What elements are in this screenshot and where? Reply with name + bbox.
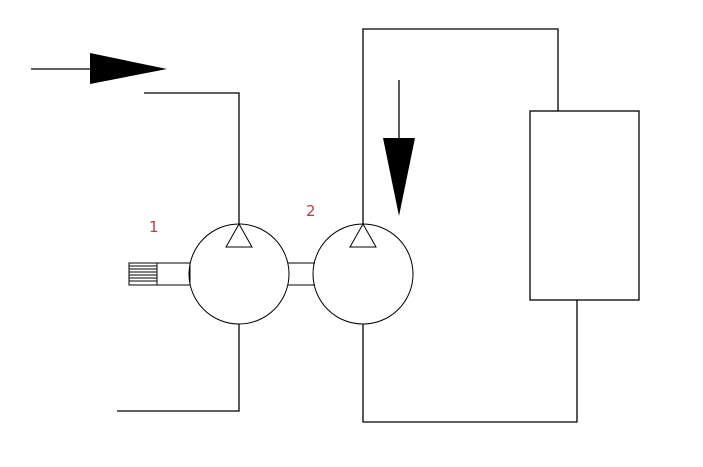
pump-2-supply-line [362,28,559,224]
inlet-flow-arrow-icon [31,53,167,84]
return-flow-arrow-icon [383,80,415,216]
pump-2-label: 2 [306,202,316,220]
pump-1-direction-triangle-icon [225,222,253,248]
pump-1-label: 1 [149,218,159,236]
inter-pump-shaft [288,262,315,286]
pump-1-suction-line [144,92,240,224]
pump-1-discharge-line [117,324,240,412]
pump-2 [312,222,414,325]
drive-shaft-coupling [128,262,191,286]
pump-2-return-line [362,300,578,423]
pump-1 [188,222,290,325]
pump-2-direction-triangle-icon [349,222,377,248]
load-block [529,110,640,301]
